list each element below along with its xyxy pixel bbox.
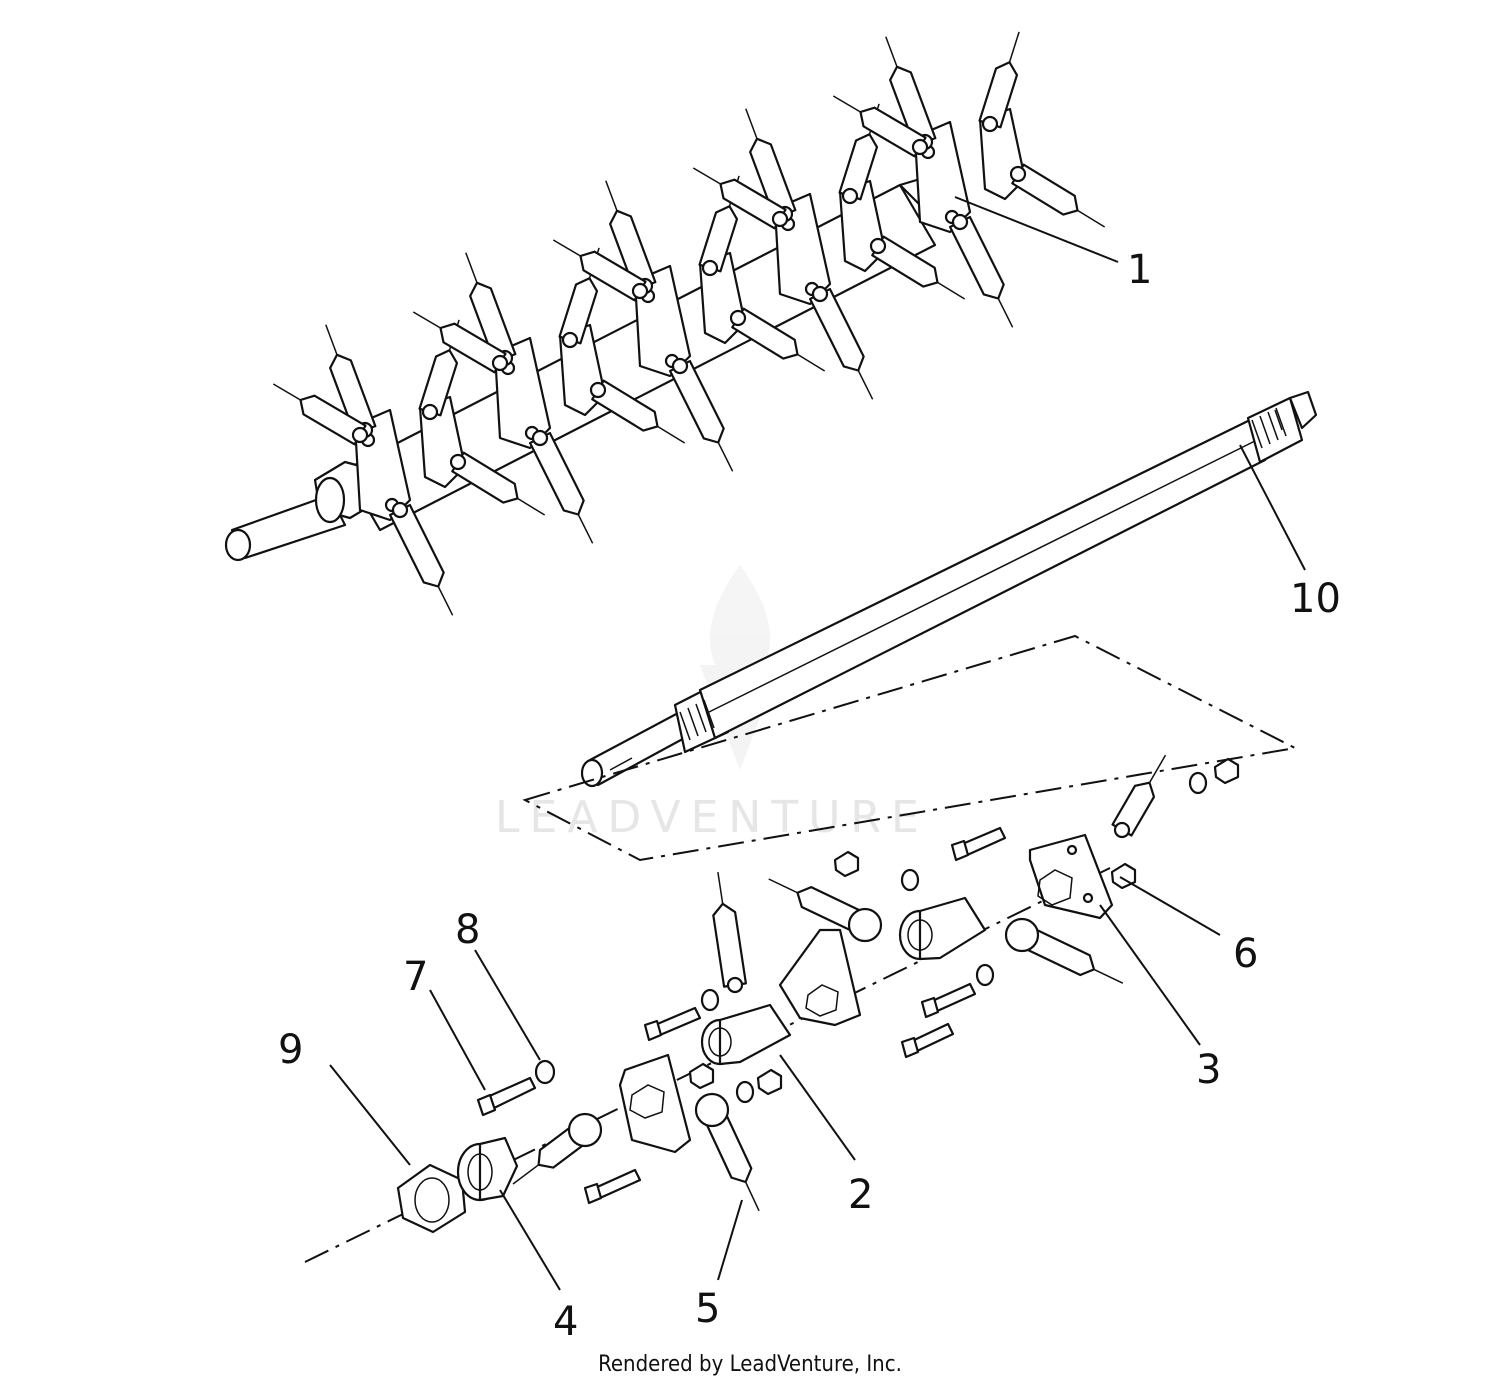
watermark-text: LEADVENTURE bbox=[495, 792, 929, 843]
bolt-left bbox=[476, 1059, 556, 1117]
callout-9: 9 bbox=[278, 1027, 303, 1073]
callout-7: 7 bbox=[403, 954, 428, 1000]
callout-2: 2 bbox=[848, 1172, 873, 1218]
leader-lines bbox=[329, 196, 1306, 1291]
callout-1: 1 bbox=[1127, 247, 1152, 293]
callout-4: 4 bbox=[553, 1299, 578, 1345]
exploded-parts bbox=[304, 754, 1240, 1263]
callout-8: 8 bbox=[455, 907, 480, 953]
callout-6: 6 bbox=[1233, 931, 1258, 977]
spacer-ring bbox=[456, 1136, 519, 1202]
nuts-washers bbox=[688, 757, 1240, 1104]
assembly-outline bbox=[522, 634, 1299, 862]
callout-5: 5 bbox=[695, 1286, 720, 1332]
spacer-tube bbox=[700, 896, 987, 1066]
callout-numbers: 1 2 3 4 5 6 7 8 9 10 bbox=[278, 247, 1341, 1345]
bolts-right bbox=[583, 826, 1007, 1205]
tine-reel-assembly bbox=[224, 31, 1106, 616]
callout-3: 3 bbox=[1196, 1047, 1221, 1093]
hex-shaft bbox=[580, 390, 1318, 788]
hex-nut bbox=[396, 1163, 467, 1234]
spider-plate-right bbox=[1028, 833, 1114, 920]
callout-10: 10 bbox=[1290, 576, 1341, 622]
footer-credit: Rendered by LeadVenture, Inc. bbox=[598, 1352, 902, 1377]
